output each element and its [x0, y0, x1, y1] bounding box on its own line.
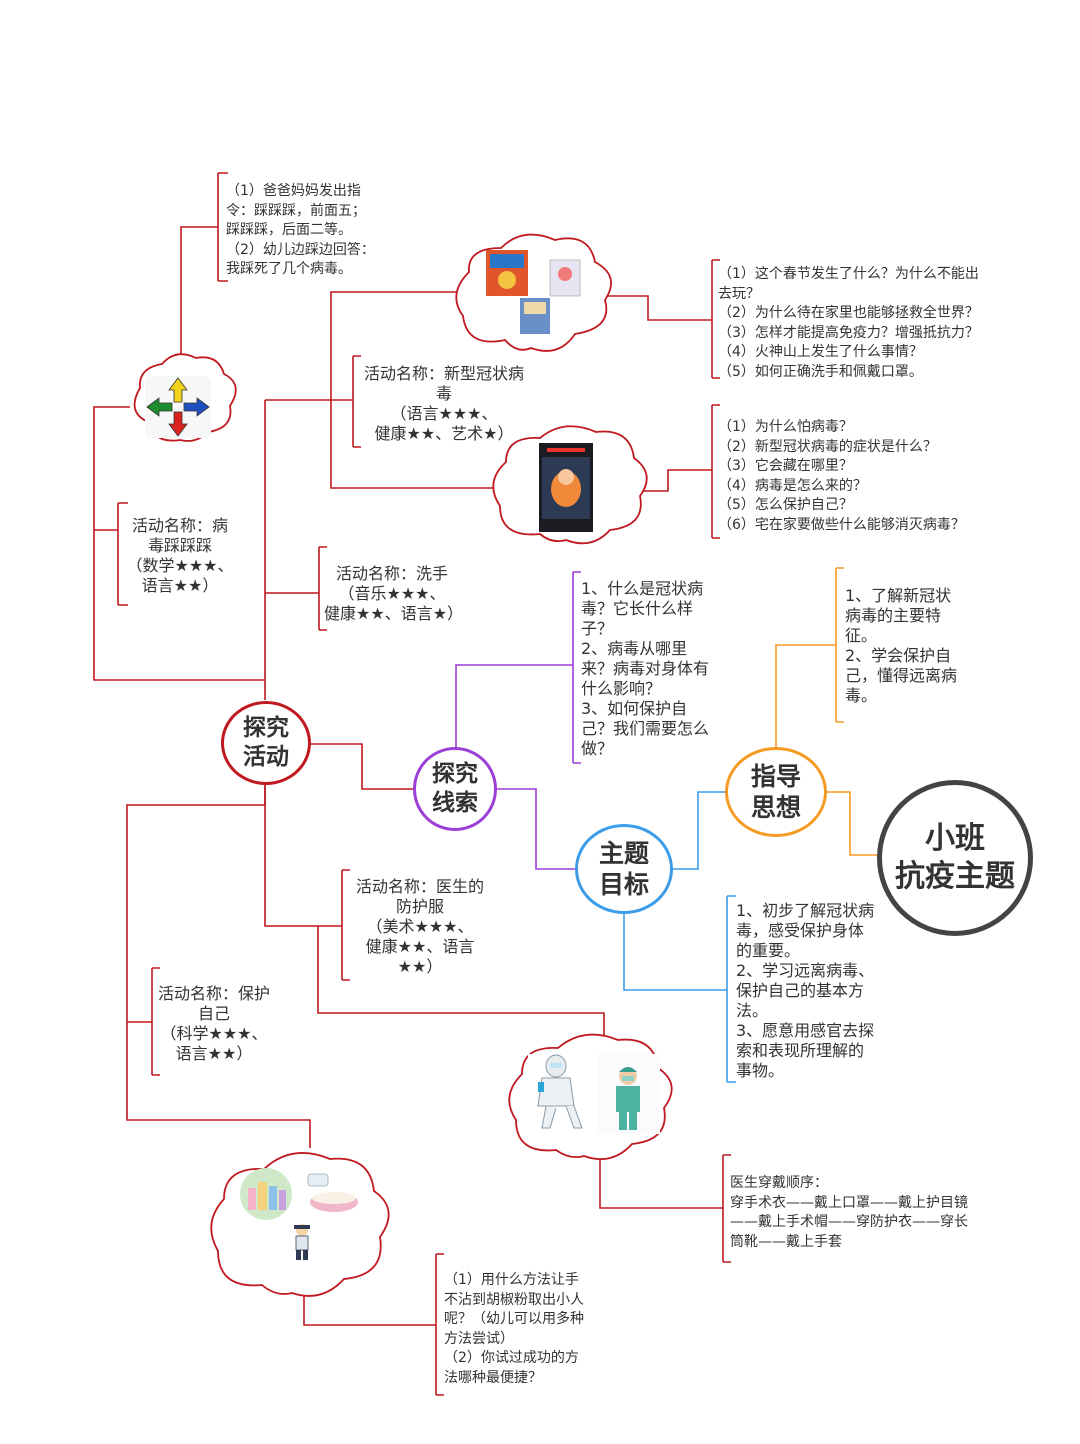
node-huodong[interactable]: 探究 活动: [221, 701, 311, 785]
node-xiansuo-label: 探究 线索: [432, 761, 478, 816]
activity-doctor-name: 活动名称：医生的 防护服 （美术★★★、 健康★★、语言 ★★）: [355, 877, 484, 976]
pepper-experiment-image: [232, 1168, 366, 1272]
node-huodong-label: 探究 活动: [243, 715, 289, 770]
four-way-arrows-icon: [139, 374, 217, 440]
node-zhuti-label: 主题 目标: [598, 839, 649, 899]
activity-doctor-detail: 医生穿戴顺序： 穿手术衣——戴上口罩——戴上护目镜 ——戴上手术帽——穿防护衣—…: [730, 1175, 968, 1250]
activity-protect-name: 活动名称：保护 自己 （科学★★★、 语言★★）: [157, 984, 270, 1063]
zhuti-text: 1、初步了解冠状病 毒，感受保护身体 的重要。 2、学习远离病毒、 保护自己的基…: [736, 901, 875, 1080]
activity-stomp-name: 活动名称：病 毒踩踩踩 （数学★★★、 语言★★）: [126, 516, 234, 595]
activity-virus-detail-1: （1）这个春节发生了什么？为什么不能出 去玩？ （2）为什么待在家里也能够拯救全…: [718, 266, 979, 380]
phone-video-image: [539, 443, 593, 532]
xiansuo-text: 1、什么是冠状病 毒？它长什么样 子？ 2、病毒从哪里 来？病毒对身体有 什么影…: [581, 579, 710, 758]
node-zhuti[interactable]: 主题 目标: [575, 824, 673, 914]
activity-virus-detail-2: （1）为什么怕病毒？ （2）新型冠状病毒的症状是什么？ （3）它会藏在哪里？ （…: [718, 419, 965, 533]
node-zhidao-label: 指导 思想: [750, 762, 801, 822]
zhidao-text: 1、了解新冠状 病毒的主要特 征。 2、学会保护自 己，懂得远离病 毒。: [845, 586, 958, 705]
node-xiansuo[interactable]: 探究 线索: [413, 747, 497, 831]
activity-handwash-name: 活动名称：洗手 （音乐★★★、 健康★★、语言★）: [324, 564, 464, 623]
doctor-protective-suit-image: [528, 1054, 660, 1134]
activity-stomp-detail: （1）爸爸妈妈发出指 令：踩踩踩，前面五； 踩踩踩，后面二等。 （2）幼儿边踩边…: [226, 183, 375, 277]
node-zhidao[interactable]: 指导 思想: [725, 747, 827, 837]
picture-books-image: [484, 250, 588, 336]
activity-protect-detail: （1）用什么方法让手 不沾到胡椒粉取出小人 呢？（幼儿可以用多种 方法尝试） （…: [444, 1272, 584, 1386]
activity-virus-name: 活动名称：新型冠状病 毒 （语言★★★、 健康★★、艺术★）: [363, 364, 524, 443]
central-topic: 小班 抗疫主题: [877, 780, 1033, 936]
central-topic-title: 小班 抗疫主题: [895, 821, 1015, 894]
